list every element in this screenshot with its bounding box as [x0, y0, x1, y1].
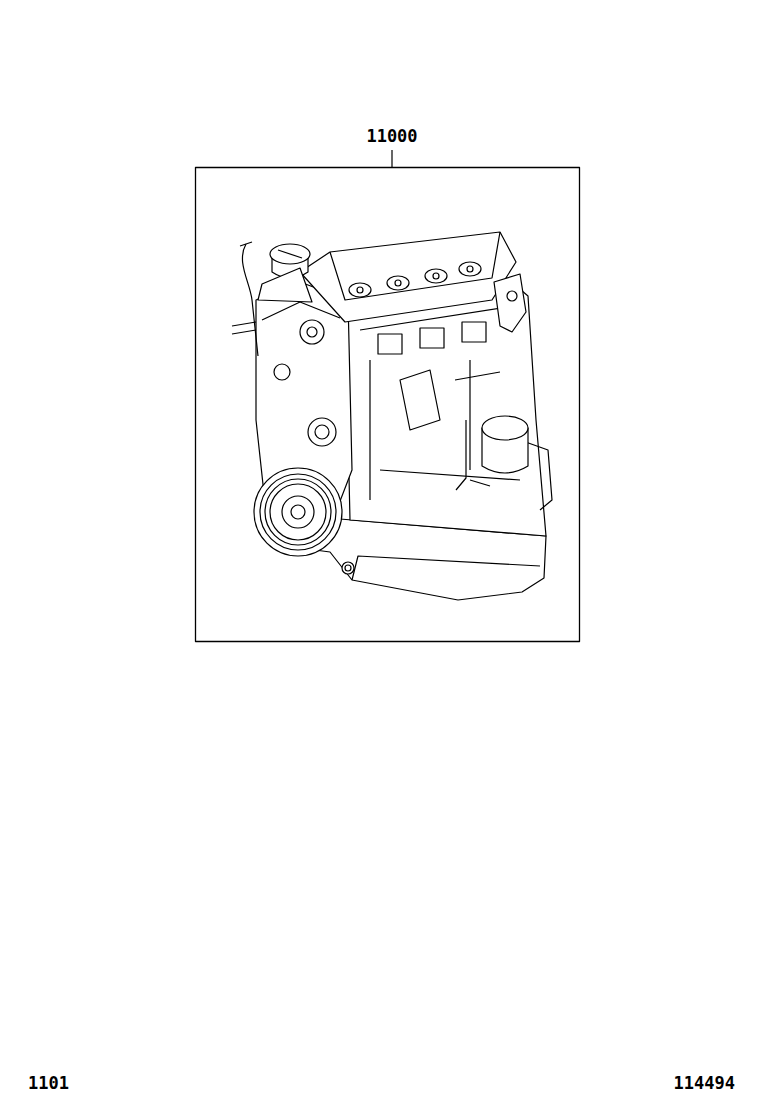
engine-drawing — [232, 232, 552, 600]
catalog-number: 114494 — [674, 1074, 735, 1093]
callout-number: 11000 — [366, 127, 417, 146]
leader-line — [391, 150, 392, 167]
group-frame — [196, 168, 580, 642]
catalog-number: 1101 — [28, 1074, 69, 1093]
